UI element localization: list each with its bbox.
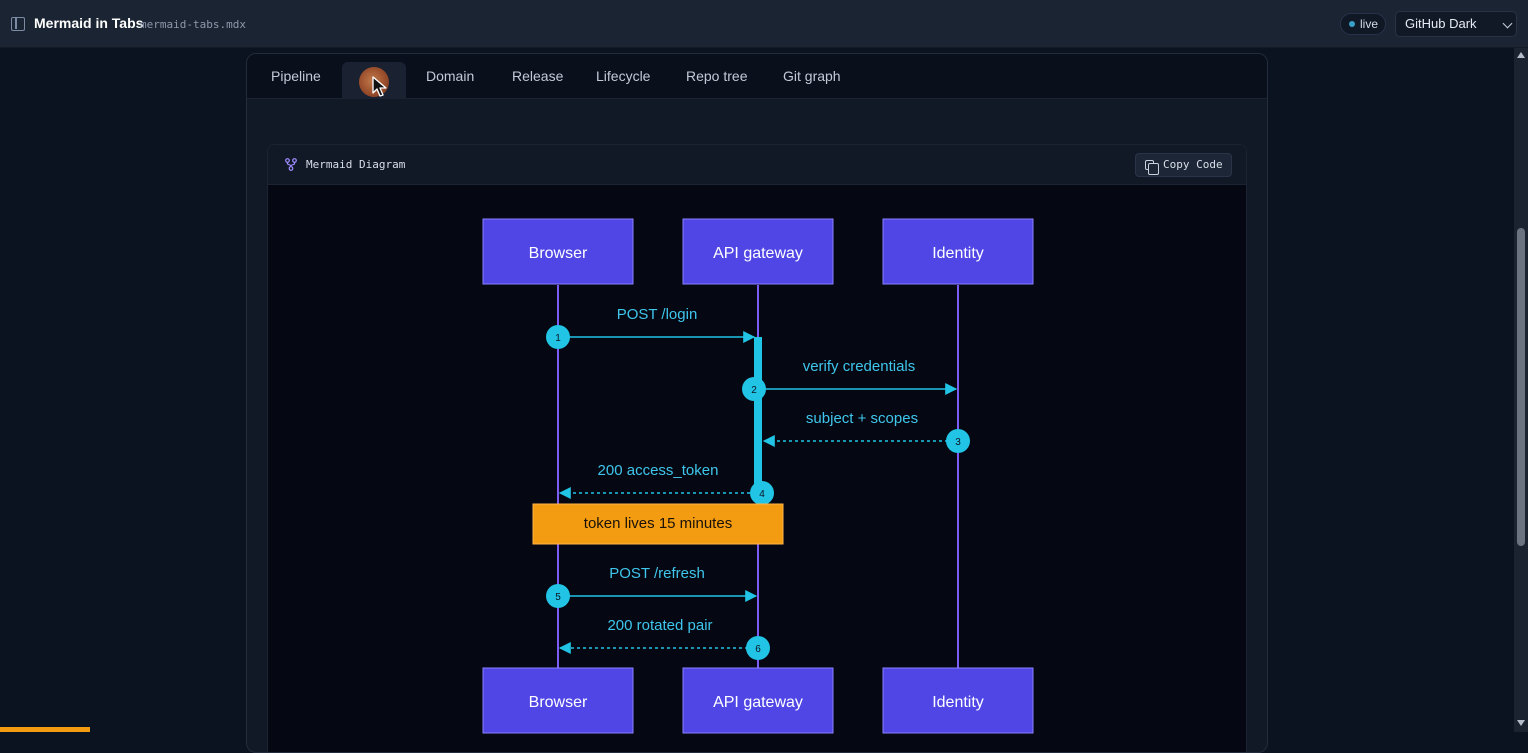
app-title: Mermaid in Tabs <box>34 15 144 31</box>
svg-text:2: 2 <box>751 385 757 396</box>
svg-text:POST /login: POST /login <box>617 306 698 323</box>
live-label: live <box>1360 17 1379 31</box>
top-bar: Mermaid in Tabs mermaid-tabs.mdx live Gi… <box>0 0 1528 48</box>
live-dot-icon <box>1349 21 1355 27</box>
bottom-accent-strip <box>0 727 90 732</box>
participant-api-gateway-bottom: API gateway <box>682 667 834 734</box>
svg-text:6: 6 <box>755 644 761 655</box>
message-1: POST /login 1 <box>546 306 756 349</box>
svg-text:Identity: Identity <box>932 245 984 262</box>
activation-bar <box>754 337 762 493</box>
participant-browser-top: Browser <box>482 218 634 285</box>
svg-text:3: 3 <box>955 437 961 448</box>
message-2: verify credentials 2 <box>742 358 958 401</box>
mermaid-panel: Mermaid Diagram Copy Code <box>267 144 1247 752</box>
file-name: mermaid-tabs.mdx <box>140 18 246 31</box>
page-scrollbar[interactable] <box>1514 48 1528 732</box>
note-box: token lives 15 minutes <box>532 503 784 545</box>
main-content: Pipeline Domain Release Lifecycle Repo t… <box>0 48 1514 753</box>
tab-release[interactable]: Release <box>512 68 564 84</box>
participant-identity-top: Identity <box>882 218 1034 285</box>
participant-api-gateway-top: API gateway <box>682 218 834 285</box>
tab-repo-tree[interactable]: Repo tree <box>686 68 748 84</box>
message-6: 200 rotated pair 6 <box>558 617 770 660</box>
theme-select-value: GitHub Dark <box>1405 16 1477 31</box>
svg-text:4: 4 <box>759 489 765 500</box>
svg-text:200 access_token: 200 access_token <box>598 462 719 479</box>
message-4: 200 access_token 4 <box>558 462 774 505</box>
tabs-card: Pipeline Domain Release Lifecycle Repo t… <box>246 53 1268 753</box>
svg-text:Browser: Browser <box>529 694 588 711</box>
sequence-diagram: Browser API gateway Identity POST /login… <box>482 218 1034 734</box>
svg-text:5: 5 <box>555 592 561 603</box>
message-3: subject + scopes 3 <box>762 410 970 453</box>
svg-text:verify credentials: verify credentials <box>803 358 916 375</box>
mermaid-header: Mermaid Diagram Copy Code <box>268 145 1246 185</box>
svg-text:subject + scopes: subject + scopes <box>806 410 918 427</box>
participant-browser-bottom: Browser <box>482 667 634 734</box>
chevron-down-icon <box>1502 18 1513 29</box>
svg-text:API gateway: API gateway <box>713 694 803 711</box>
mouse-cursor-icon <box>372 76 387 97</box>
tab-sequence[interactable] <box>342 62 406 99</box>
svg-text:Identity: Identity <box>932 694 984 711</box>
copy-code-label: Copy Code <box>1163 158 1223 171</box>
copy-icon <box>1145 160 1159 175</box>
svg-text:1: 1 <box>555 333 561 344</box>
tab-bar: Pipeline Domain Release Lifecycle Repo t… <box>247 54 1267 99</box>
scrollbar-thumb[interactable] <box>1517 228 1525 546</box>
mermaid-diagram-label: Mermaid Diagram <box>306 158 406 171</box>
svg-text:Browser: Browser <box>529 245 588 262</box>
diagram-icon <box>285 158 297 171</box>
svg-text:API gateway: API gateway <box>713 245 803 262</box>
participant-identity-bottom: Identity <box>882 667 1034 734</box>
copy-code-button[interactable]: Copy Code <box>1135 153 1232 177</box>
scroll-down-arrow-icon[interactable] <box>1517 720 1525 726</box>
svg-text:token lives 15 minutes: token lives 15 minutes <box>584 515 732 532</box>
live-badge: live <box>1340 13 1386 35</box>
tab-lifecycle[interactable]: Lifecycle <box>596 68 651 84</box>
svg-text:POST /refresh: POST /refresh <box>609 565 705 582</box>
scroll-up-arrow-icon[interactable] <box>1517 52 1525 58</box>
svg-text:200 rotated pair: 200 rotated pair <box>607 617 712 634</box>
tab-git-graph[interactable]: Git graph <box>783 68 841 84</box>
theme-select[interactable]: GitHub Dark <box>1395 11 1517 37</box>
sidebar-toggle-icon[interactable] <box>11 17 25 31</box>
tab-domain[interactable]: Domain <box>426 68 475 84</box>
message-5: POST /refresh 5 <box>546 565 758 608</box>
tab-pipeline[interactable]: Pipeline <box>271 68 321 84</box>
